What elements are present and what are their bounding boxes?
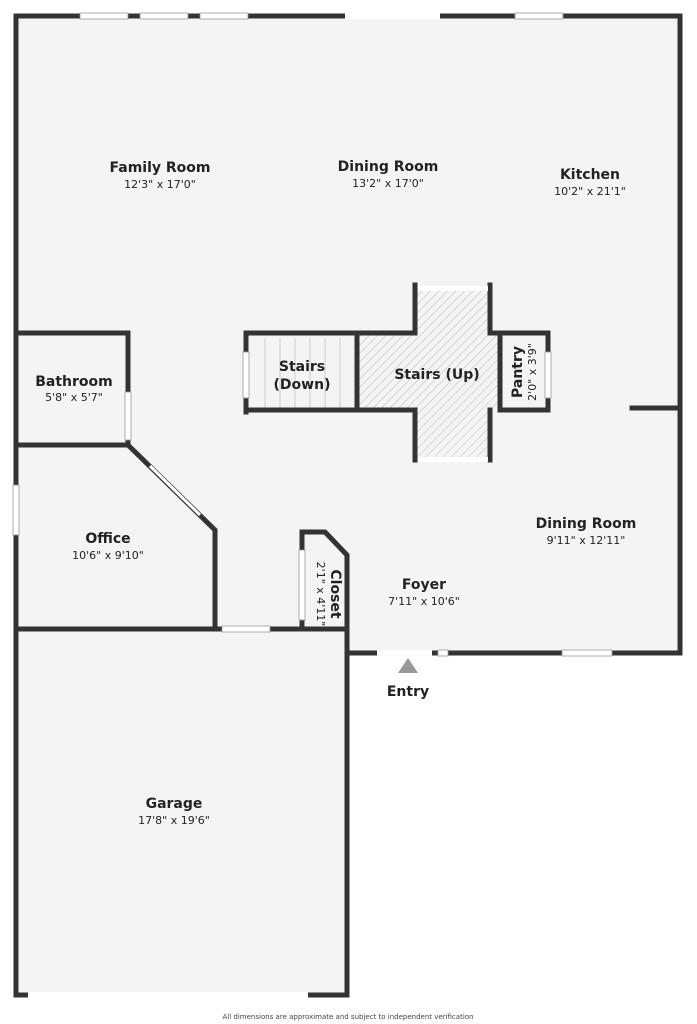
- office-window-diagonal: [148, 464, 202, 517]
- svg-text:Bathroom: Bathroom: [35, 374, 113, 390]
- stairs-down-treads: [264, 338, 341, 408]
- room-garage: Garage 17'8" x 19'6": [138, 796, 210, 827]
- svg-text:Family Room: Family Room: [110, 160, 211, 176]
- svg-text:17'8" x 19'6": 17'8" x 19'6": [138, 814, 210, 827]
- windows: [12, 12, 613, 998]
- footer-disclaimer: All dimensions are approximate and subje…: [223, 1013, 474, 1021]
- floor-main: [16, 16, 680, 995]
- room-foyer: Foyer 7'11" x 10'6": [388, 577, 460, 608]
- svg-text:(Down): (Down): [274, 377, 331, 393]
- svg-text:10'2" x 21'1": 10'2" x 21'1": [554, 185, 626, 198]
- svg-text:13'2" x 17'0": 13'2" x 17'0": [352, 177, 424, 190]
- entry-arrow-icon: [398, 658, 418, 673]
- svg-text:10'6" x 9'10": 10'6" x 9'10": [72, 549, 144, 562]
- stairs-up-area: [357, 288, 500, 460]
- svg-text:12'3" x 17'0": 12'3" x 17'0": [124, 178, 196, 191]
- entry-label: Entry: [387, 684, 429, 700]
- svg-text:Dining Room: Dining Room: [536, 516, 637, 532]
- svg-text:Garage: Garage: [146, 796, 203, 812]
- svg-text:Pantry: Pantry: [510, 346, 526, 398]
- svg-text:Stairs (Up): Stairs (Up): [394, 367, 479, 383]
- svg-text:9'11" x 12'11": 9'11" x 12'11": [547, 534, 626, 547]
- svg-text:Dining Room: Dining Room: [338, 159, 439, 175]
- room-stairs-down: Stairs (Down): [274, 359, 331, 393]
- room-stairs-up: Stairs (Up): [394, 367, 479, 383]
- svg-text:Kitchen: Kitchen: [560, 167, 620, 183]
- room-office: Office 10'6" x 9'10": [72, 531, 144, 562]
- room-dining-room-2: Dining Room 9'11" x 12'11": [536, 516, 637, 547]
- svg-text:5'8" x 5'7": 5'8" x 5'7": [45, 391, 103, 404]
- svg-text:2'1" x 4'11": 2'1" x 4'11": [314, 562, 327, 627]
- room-family-room: Family Room 12'3" x 17'0": [110, 160, 211, 191]
- svg-text:Closet: Closet: [327, 569, 343, 619]
- svg-text:2'0" x 3'9": 2'0" x 3'9": [526, 343, 539, 401]
- room-kitchen: Kitchen 10'2" x 21'1": [554, 167, 626, 198]
- room-dining-room: Dining Room 13'2" x 17'0": [338, 159, 439, 190]
- svg-text:7'11" x 10'6": 7'11" x 10'6": [388, 595, 460, 608]
- svg-text:Foyer: Foyer: [402, 577, 446, 593]
- svg-text:Stairs: Stairs: [279, 359, 325, 375]
- svg-text:Office: Office: [85, 531, 130, 547]
